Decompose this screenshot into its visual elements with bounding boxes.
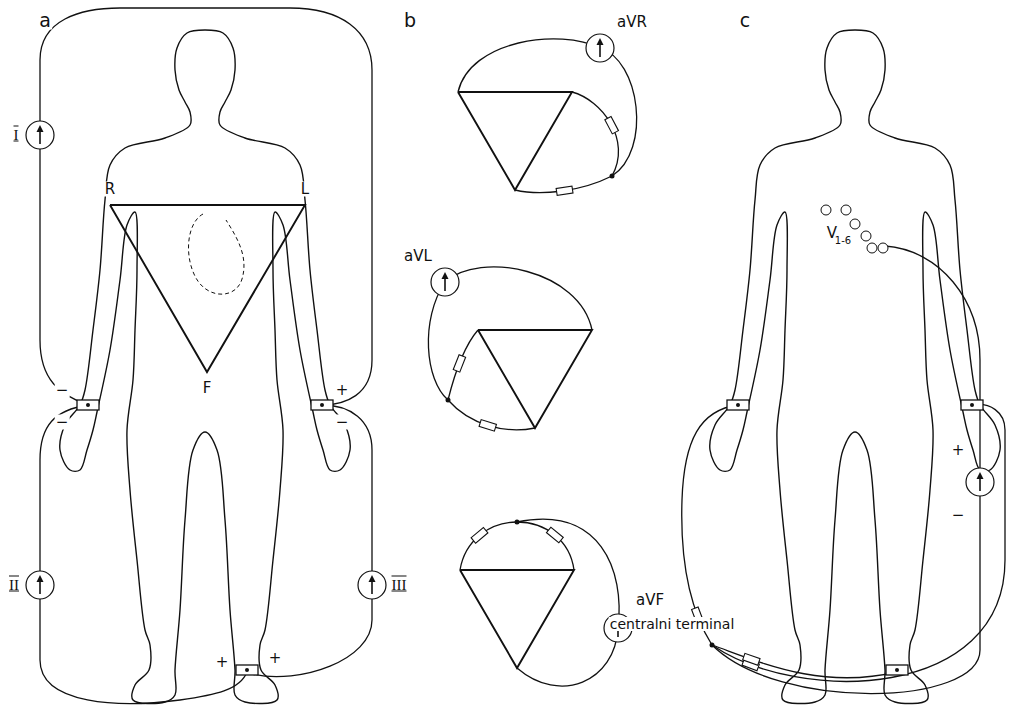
galvanometer [586, 34, 614, 62]
resistor-symbol [479, 420, 496, 431]
chest-electrode [867, 243, 877, 253]
resistor-symbol [453, 355, 465, 372]
galvanometer [431, 268, 459, 296]
limb-electrode [727, 400, 749, 410]
resistor-symbol [471, 528, 488, 544]
resistor-symbol [556, 186, 573, 195]
resistor-symbol [743, 653, 760, 665]
lead-wire [885, 246, 980, 482]
lead-wire [517, 628, 618, 686]
lead-wire [40, 8, 372, 405]
polarity-sign: + [335, 383, 350, 398]
chest-electrode [821, 205, 831, 215]
panel-letter: b [403, 11, 417, 30]
lead-name: aVL [403, 249, 433, 264]
galvanometer [26, 121, 54, 149]
heart-outline [188, 214, 243, 294]
lead-name: III [391, 578, 408, 593]
junction-dot [446, 398, 451, 403]
resistor-symbol [546, 527, 563, 543]
limb-electrode [236, 665, 258, 675]
lead-wire [682, 405, 738, 645]
resistor-symbol [605, 116, 619, 133]
panel-letter: c [739, 11, 751, 30]
vertex-label: L [300, 182, 310, 197]
galvanometer [358, 571, 386, 599]
polarity-sign: + [951, 443, 966, 458]
vertex-label: R [104, 182, 116, 197]
einthoven-triangle [110, 205, 305, 372]
body-outline [710, 30, 1000, 704]
lead-name: aVF [635, 593, 665, 608]
galvanometer [26, 571, 54, 599]
lead-wire [458, 39, 600, 92]
lead-wire [428, 282, 448, 400]
lead-wire [460, 522, 517, 570]
polarity-sign: − [55, 415, 70, 430]
body-outline [60, 30, 350, 704]
polarity-sign: − [55, 383, 70, 398]
limb-electrode [886, 665, 908, 675]
chest-electrode [841, 205, 851, 215]
galvanometer [966, 468, 994, 496]
polarity-sign: + [268, 651, 283, 666]
lead-wire [448, 330, 478, 400]
triangle [458, 92, 572, 190]
chest-electrode [878, 243, 888, 253]
lead-wire [445, 267, 592, 330]
lead-wire [572, 92, 618, 176]
terminal-label: centralni terminal [609, 617, 736, 631]
drawing [26, 8, 1005, 704]
triangle [478, 330, 592, 428]
lead-wire [252, 405, 372, 677]
triangle [460, 570, 574, 668]
vertex-label: F [202, 381, 213, 396]
lead-wire [40, 405, 247, 703]
junction-dot [710, 643, 715, 648]
lead-name: aVR [616, 15, 648, 30]
lead-wire [517, 519, 619, 628]
polarity-sign: − [335, 415, 350, 430]
junction-dot [515, 520, 520, 525]
junction-dot [610, 174, 615, 179]
limb-electrode [77, 400, 99, 410]
chest-electrode [861, 231, 871, 241]
limb-electrode [311, 400, 333, 410]
lead-wire [712, 645, 897, 678]
lead-wire [712, 404, 1005, 681]
chest-electrode [850, 219, 860, 229]
lead-subscript: 1-6 [834, 236, 852, 246]
lead-name: I [13, 128, 20, 143]
lead-wire [517, 522, 574, 570]
polarity-sign: − [951, 508, 966, 523]
limb-electrode [961, 400, 983, 410]
panel-letter: a [38, 11, 52, 30]
polarity-sign: + [215, 655, 230, 670]
lead-name: II [8, 578, 20, 593]
lead-wire [712, 482, 980, 694]
